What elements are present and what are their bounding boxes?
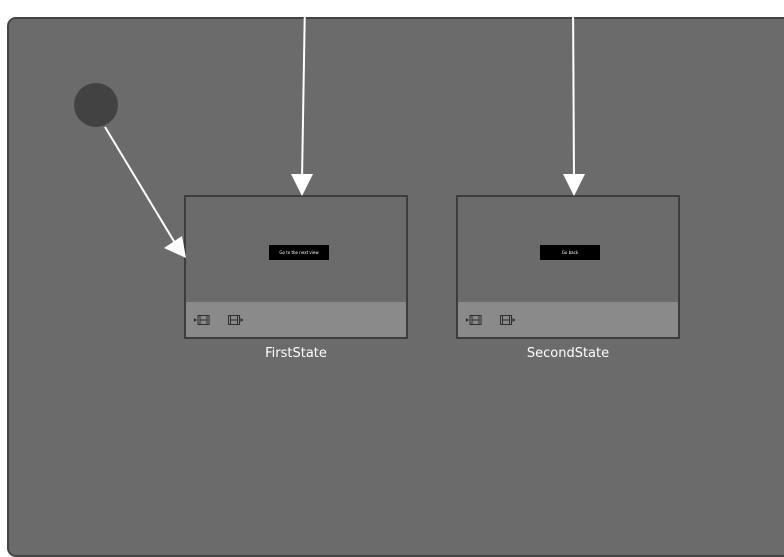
state-secondstate[interactable]: Go back (456, 195, 680, 339)
preview-go-back-button: Go back (540, 245, 600, 260)
state-firststate[interactable]: Go to the next view (184, 195, 408, 339)
state-label-firststate[interactable]: FirstState (265, 346, 327, 361)
exit-action-icon[interactable] (500, 315, 516, 325)
state-toolbar (186, 302, 406, 337)
state-preview[interactable]: Go to the next view (186, 197, 406, 306)
enter-action-icon[interactable] (194, 315, 210, 325)
base-state-node[interactable] (74, 83, 118, 127)
enter-action-icon[interactable] (466, 315, 482, 325)
preview-next-view-button: Go to the next view (269, 245, 329, 260)
exit-action-icon[interactable] (228, 315, 244, 325)
state-preview[interactable]: Go back (458, 197, 678, 306)
state-toolbar (458, 302, 678, 337)
state-label-secondstate[interactable]: SecondState (526, 346, 610, 361)
state-editor-canvas: Go to the next view FirstState Go back (7, 17, 784, 557)
